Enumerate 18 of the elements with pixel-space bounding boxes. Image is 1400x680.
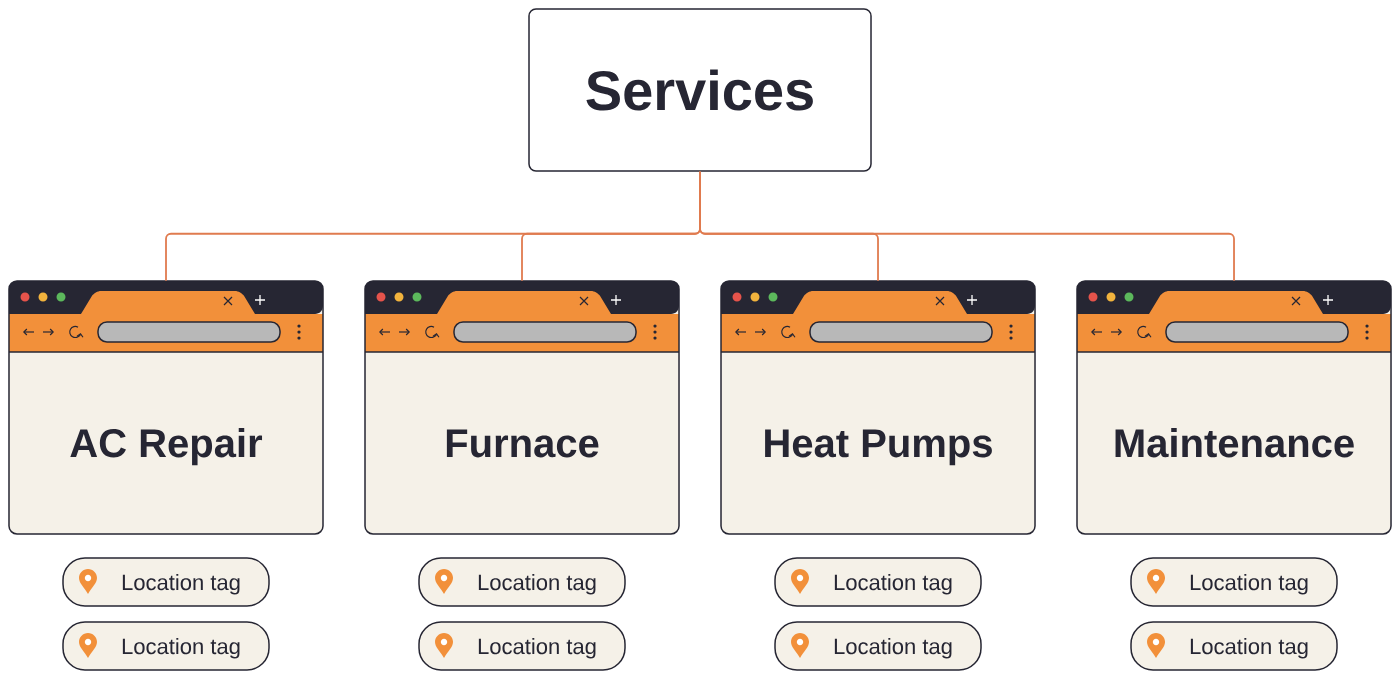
window-title: Maintenance xyxy=(1115,428,1354,458)
window-title: AC Repair xyxy=(70,428,263,466)
browser-window xyxy=(8,280,324,535)
location-tag: Location tag xyxy=(1130,621,1338,671)
browser-window xyxy=(1076,280,1392,535)
window-title: Furnace xyxy=(446,429,599,458)
location-tag: Location tag xyxy=(62,557,270,607)
location-tag: Location tag xyxy=(62,621,270,671)
window-title: Heat Pumps xyxy=(765,429,992,466)
location-tag: Location tag xyxy=(774,621,982,671)
browser-window xyxy=(720,280,1036,535)
location-tag: Location tag xyxy=(1130,557,1338,607)
connector-line xyxy=(699,170,1235,282)
location-tag: Location tag xyxy=(774,557,982,607)
location-tag: Location tag xyxy=(418,557,626,607)
title-box: Services xyxy=(528,8,872,172)
location-tag: Location tag xyxy=(418,621,626,671)
browser-window xyxy=(364,280,680,535)
